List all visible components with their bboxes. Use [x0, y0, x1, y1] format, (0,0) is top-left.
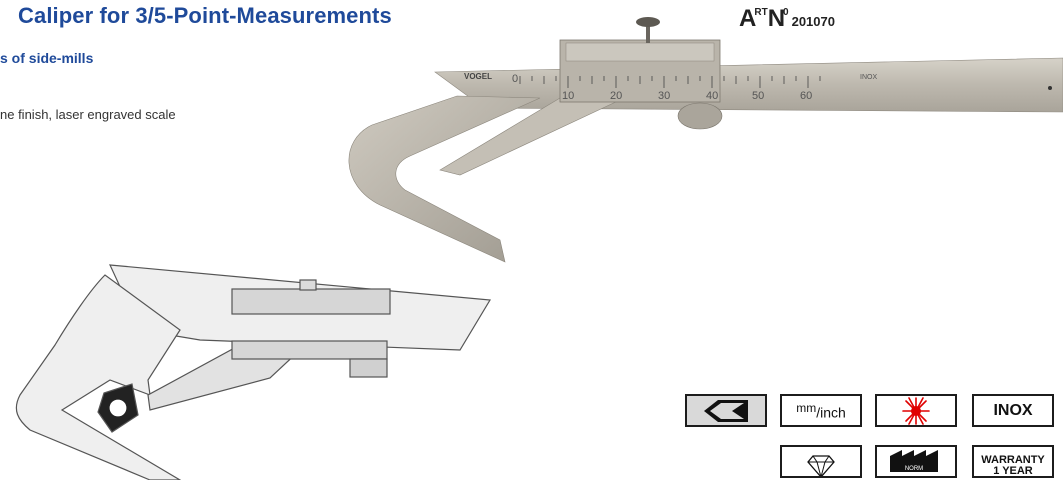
art-prefix-sup: RT [754, 7, 768, 18]
case-feature-box [685, 394, 767, 427]
page-title: Caliper for 3/5-Point-Measurements [18, 3, 392, 28]
case-icon [704, 399, 748, 422]
caliper-photo: 0 10 20 30 40 50 60 VOGEL INOX [348, 17, 1063, 263]
warranty-line2: 1 YEAR [993, 465, 1033, 477]
norm-label: NORM [905, 466, 923, 472]
subtitle: s of side-mills [0, 50, 94, 66]
inox-label: INOX [993, 401, 1033, 419]
warranty-feature-box: WARRANTY 1 YEAR [972, 445, 1054, 478]
diamond-feature-box [780, 445, 862, 478]
scale-number-60: 60 [800, 90, 812, 102]
art-letter-sup: 0 [783, 7, 789, 18]
units-main: mm [796, 400, 817, 415]
warranty-line1: WARRANTY [981, 454, 1045, 466]
art-number-value: 201070 [791, 14, 835, 29]
art-letter: N [767, 5, 785, 32]
diamond-icon [807, 454, 835, 476]
warranty-label: WARRANTY 1 YEAR [981, 455, 1045, 477]
units-label: mm/inch [796, 400, 846, 421]
scale-number-10: 10 [562, 90, 574, 102]
norm-feature-box: NORM [875, 445, 957, 478]
art-prefix: A [739, 5, 756, 32]
brand-logo: VOGEL [464, 72, 492, 81]
scale-number-40: 40 [706, 90, 718, 102]
laser-feature-box [875, 394, 957, 427]
material-label: INOX [860, 74, 877, 81]
article-number: ARTN0201070 [739, 5, 835, 33]
norm-icon: NORM [890, 449, 938, 472]
units-sub: inch [820, 404, 846, 421]
caliper-schematic [15, 264, 492, 480]
laser-icon [902, 396, 930, 425]
scale-number-0: 0 [512, 73, 518, 85]
description: ne finish, laser engraved scale [0, 107, 176, 122]
units-feature-box: mm/inch [780, 394, 862, 427]
inox-feature-box: INOX [972, 394, 1054, 427]
scale-number-20: 20 [610, 90, 622, 102]
scale-number-50: 50 [752, 90, 764, 102]
scale-number-30: 30 [658, 90, 670, 102]
